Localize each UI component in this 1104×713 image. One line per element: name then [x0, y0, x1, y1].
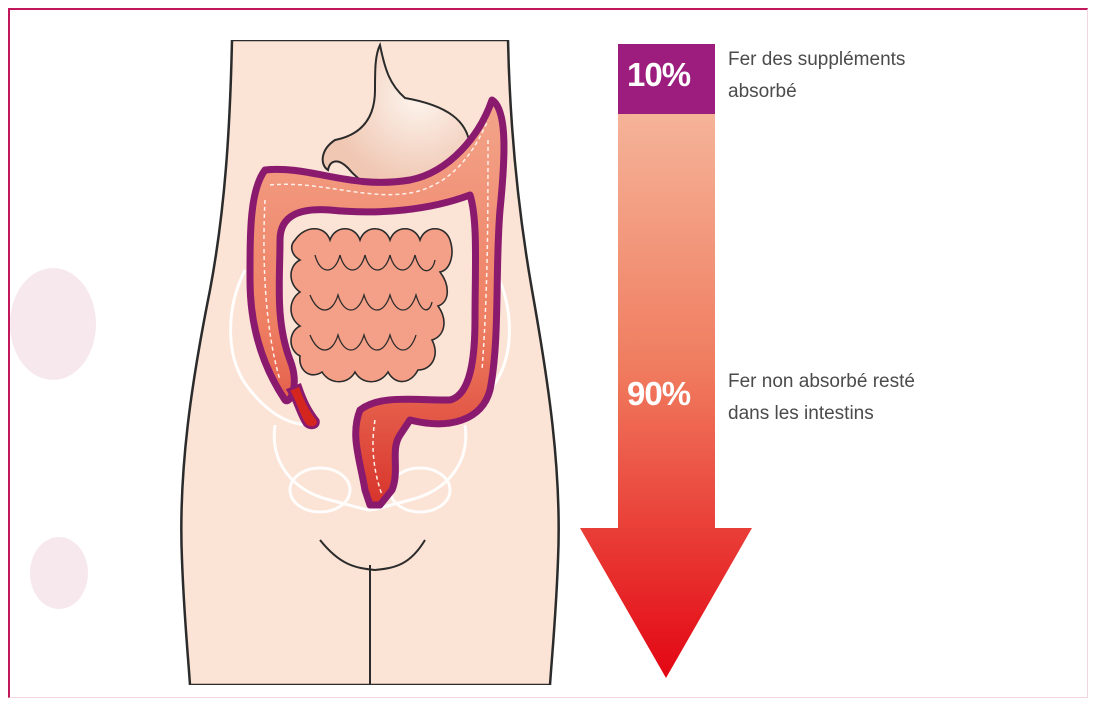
not-absorbed-label-line2: dans les intestins — [728, 398, 1008, 430]
absorbed-percent: 10% — [627, 56, 690, 94]
not-absorbed-label-line1: Fer non absorbé resté — [728, 366, 1008, 398]
absorbed-label: Fer des suppléments absorbé — [728, 44, 1008, 108]
absorbed-label-line1: Fer des suppléments — [728, 44, 1008, 76]
absorbed-label-line2: absorbé — [728, 76, 1008, 108]
not-absorbed-percent: 90% — [627, 375, 690, 413]
not-absorbed-label: Fer non absorbé resté dans les intestins — [728, 366, 1008, 430]
